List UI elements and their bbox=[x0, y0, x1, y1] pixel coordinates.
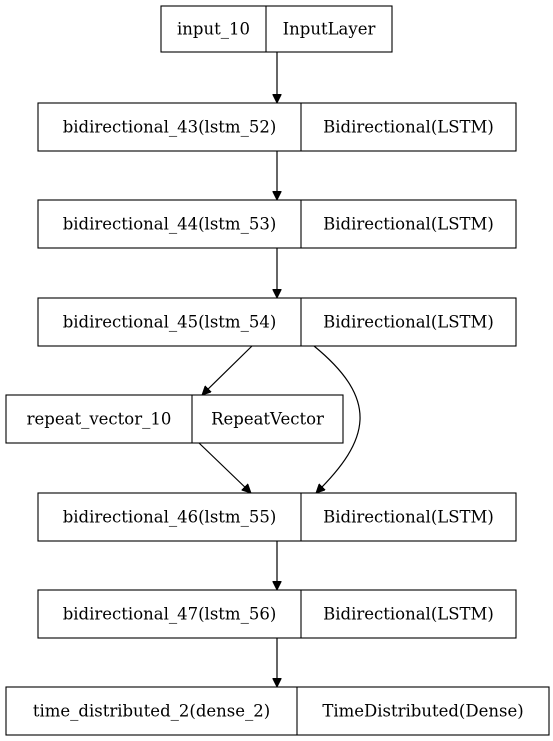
node-layer-name: time_distributed_2(dense_2) bbox=[33, 702, 270, 721]
node-input_10: input_10 InputLayer bbox=[160, 5, 393, 53]
node-bidirectional_45: bidirectional_45(lstm_54) Bidirectional(L… bbox=[37, 297, 517, 347]
edges bbox=[198, 52, 361, 687]
node-layer-name: bidirectional_46(lstm_55) bbox=[63, 508, 277, 527]
node-layer-name: bidirectional_45(lstm_54) bbox=[63, 313, 277, 332]
edge-repeat_vector_10-to-bidirectional_46 bbox=[198, 442, 251, 493]
node-layer-name: bidirectional_43(lstm_52) bbox=[63, 118, 277, 137]
node-layer-name: repeat_vector_10 bbox=[27, 410, 172, 429]
node-layer-type: TimeDistributed(Dense) bbox=[322, 702, 523, 721]
node-box bbox=[37, 297, 517, 347]
node-bidirectional_43: bidirectional_43(lstm_52) Bidirectional(L… bbox=[37, 102, 517, 152]
node-layer-type: Bidirectional(LSTM) bbox=[323, 605, 494, 624]
edge-bidirectional_45-to-bidirectional_46 bbox=[313, 345, 361, 493]
node-layer-name: bidirectional_47(lstm_56) bbox=[63, 605, 277, 624]
node-repeat_vector_10: repeat_vector_10 RepeatVector bbox=[5, 394, 344, 444]
node-box bbox=[160, 5, 393, 53]
node-box bbox=[37, 492, 517, 542]
node-layer-type: Bidirectional(LSTM) bbox=[323, 215, 494, 234]
node-bidirectional_46: bidirectional_46(lstm_55) Bidirectional(L… bbox=[37, 492, 517, 542]
node-box bbox=[5, 394, 344, 444]
node-layer-name: input_10 bbox=[177, 20, 250, 39]
node-layer-name: bidirectional_44(lstm_53) bbox=[63, 215, 277, 234]
node-box bbox=[37, 199, 517, 249]
node-layer-type: Bidirectional(LSTM) bbox=[323, 118, 494, 137]
node-bidirectional_47: bidirectional_47(lstm_56) Bidirectional(L… bbox=[37, 589, 517, 639]
node-layer-type: Bidirectional(LSTM) bbox=[323, 508, 494, 527]
node-box bbox=[37, 589, 517, 639]
node-box bbox=[37, 102, 517, 152]
edge-bidirectional_45-to-repeat_vector_10 bbox=[202, 345, 253, 395]
node-box bbox=[5, 686, 550, 736]
node-bidirectional_44: bidirectional_44(lstm_53) Bidirectional(L… bbox=[37, 199, 517, 249]
node-layer-type: InputLayer bbox=[283, 20, 376, 39]
node-layer-type: RepeatVector bbox=[211, 410, 324, 429]
node-layer-type: Bidirectional(LSTM) bbox=[323, 313, 494, 332]
node-time_distributed_2: time_distributed_2(dense_2) TimeDistribut… bbox=[5, 686, 550, 736]
